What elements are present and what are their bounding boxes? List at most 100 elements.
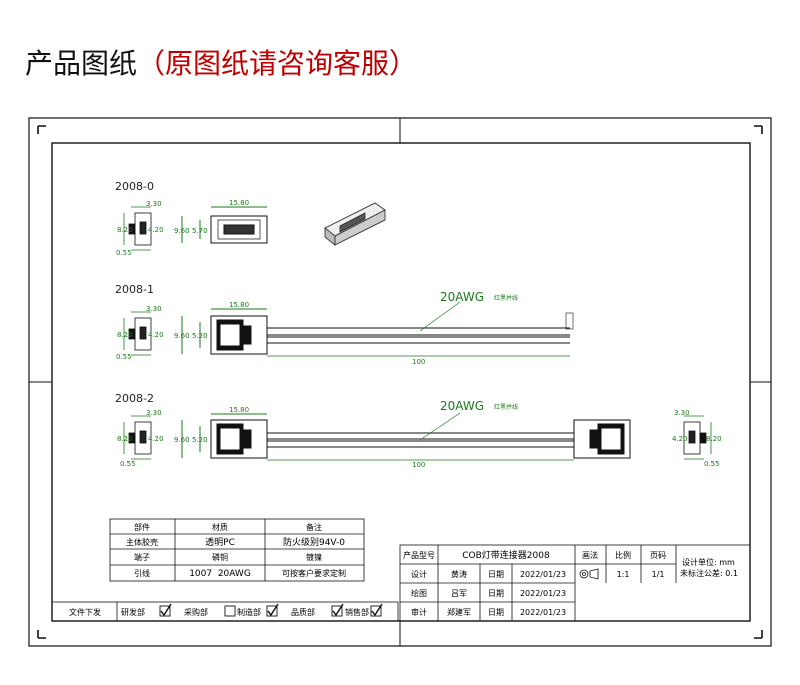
heading-note: （原图纸请咨询客服）: [137, 47, 418, 80]
role-label: 审计: [411, 607, 427, 617]
parts-cell: 防火级别94V-0: [283, 536, 345, 548]
product-model-label: 产品型号: [403, 550, 435, 560]
approval-checkboxes: [159, 603, 383, 617]
approval-checkbox[interactable]: [370, 603, 383, 617]
page-value: 1/1: [652, 570, 665, 579]
dim-length: 15.80: [229, 199, 249, 207]
approval-checkbox[interactable]: [224, 605, 236, 617]
variant-2008-1: 2008-1 3.30 8.20 4.20 0.55: [115, 283, 574, 366]
approval-dept: 研发部: [121, 607, 145, 617]
dim-inner-height: 4.20: [148, 226, 164, 234]
dim-width-right: 3.30: [674, 409, 690, 417]
dim-side-height: 9.60: [174, 332, 190, 340]
heading-main: 产品图纸: [25, 47, 138, 80]
projection-label: 画法: [582, 550, 598, 560]
parts-cell: 端子: [134, 552, 150, 562]
scale-label: 比例: [615, 550, 631, 560]
variant-2008-2: 2008-2 3.30 8.20 4.20 0.55: [115, 392, 722, 469]
variant-label: 2008-2: [115, 392, 154, 405]
parts-header-material: 材质: [212, 522, 228, 532]
check-mark-icon: [371, 603, 383, 617]
date-value: 2022/01/23: [520, 570, 566, 579]
dim-height: 8.20: [117, 226, 133, 234]
wire-gauge-label: 20AWG: [440, 290, 484, 304]
approval-checkbox[interactable]: [266, 603, 279, 617]
product-model-value: COB灯带连接器2008: [462, 549, 550, 561]
dim-base-right: 0.55: [704, 460, 720, 468]
dim-side-inner: 5.20: [192, 332, 208, 340]
check-mark-icon: [160, 603, 172, 617]
dim-length: 15.80: [229, 301, 249, 309]
right-end-view-drawing: [683, 415, 712, 460]
dim-width: 3.30: [146, 305, 162, 313]
dim-inner-height: 4.20: [148, 435, 164, 443]
double-connector-drawing: [181, 412, 631, 461]
approval-dept: 销售部: [345, 607, 369, 617]
approval-dept: 采购部: [184, 607, 208, 617]
page-heading: 产品图纸（原图纸请咨询客服）: [25, 42, 417, 82]
title-block: 产品型号 COB灯带连接器2008 画法 比例 页码 1:1 1/1 设计单位:…: [399, 544, 751, 622]
approval-checkbox[interactable]: [159, 603, 172, 617]
scale-value: 1:1: [617, 570, 630, 579]
variant-label: 2008-0: [115, 180, 154, 193]
dim-side-inner: 5.20: [192, 436, 208, 444]
end-view-drawing: [123, 311, 152, 356]
parts-cell: 引线: [134, 568, 150, 578]
dim-height: 8.20: [117, 435, 133, 443]
isometric-view-drawing: [324, 202, 386, 246]
check-mark-icon: [267, 603, 279, 617]
parts-cell: 磷铜: [212, 552, 228, 562]
page-label: 页码: [650, 551, 666, 560]
date-label: 日期: [488, 570, 504, 579]
date-label: 日期: [488, 608, 504, 617]
parts-header-part: 部件: [134, 522, 150, 532]
role-label: 绘图: [411, 588, 427, 598]
approvals-row: 文件下发 研发部 采购部 制造部 品质部 销售部: [51, 601, 399, 622]
dim-side-height: 9.60: [174, 227, 190, 235]
variant-label: 2008-1: [115, 283, 154, 296]
parts-header-note: 备注: [306, 522, 322, 532]
dim-base: 0.55: [116, 249, 132, 257]
dim-wire-length: 100: [412, 358, 425, 366]
projection-symbol-icon: [579, 568, 599, 580]
approval-dept: 制造部: [237, 607, 261, 617]
approval-checkbox[interactable]: [331, 603, 344, 617]
check-mark-icon: [332, 603, 344, 617]
dim-inner-height: 4.20: [148, 331, 164, 339]
unit-note: 设计单位: mm: [682, 557, 735, 567]
variant-2008-0: 2008-0 3.30 8.20 4.20 0.55: [115, 180, 386, 257]
dim-base: 0.55: [116, 353, 132, 361]
end-view-drawing: [123, 206, 152, 251]
dim-wire-length: 100: [412, 461, 425, 469]
dim-inner-height-right: 4.20: [672, 435, 688, 443]
end-view-drawing: [123, 415, 152, 460]
approvals-label: 文件下发: [69, 607, 101, 617]
role-label: 设计: [411, 569, 427, 579]
dim-base: 0.55: [120, 460, 136, 468]
parts-cell: 可按客户要求定制: [282, 568, 346, 578]
approval-dept: 品质部: [291, 607, 315, 617]
tolerance-note: 未标注公差: 0.1: [680, 568, 738, 578]
dim-height-right: 8.20: [706, 435, 722, 443]
dim-length: 15.80: [229, 406, 249, 414]
wire-note-label: 红黑并线: [494, 403, 518, 411]
dim-side-inner: 5.70: [192, 227, 208, 235]
date-value: 2022/01/23: [520, 608, 566, 617]
parts-cell: 1007 20AWG: [189, 569, 251, 579]
connector-with-wire-drawing: [181, 301, 574, 357]
person-name: 吕军: [451, 589, 467, 598]
parts-table: 部件 材质 备注 主体胶壳 透明PC 防火级别94V-0 端子 磷铜 镀镍 引线…: [109, 518, 365, 582]
parts-cell: 透明PC: [205, 537, 235, 548]
wire-gauge-label: 20AWG: [440, 399, 484, 413]
dim-height: 8.20: [117, 331, 133, 339]
dim-width: 3.30: [146, 409, 162, 417]
date-label: 日期: [488, 589, 504, 598]
dim-width: 3.30: [146, 200, 162, 208]
dim-side-height: 9.60: [174, 436, 190, 444]
date-value: 2022/01/23: [520, 589, 566, 598]
parts-cell: 主体胶壳: [126, 537, 158, 547]
person-name: 郑建军: [447, 607, 471, 617]
wire-note-label: 红黑并线: [494, 294, 518, 302]
